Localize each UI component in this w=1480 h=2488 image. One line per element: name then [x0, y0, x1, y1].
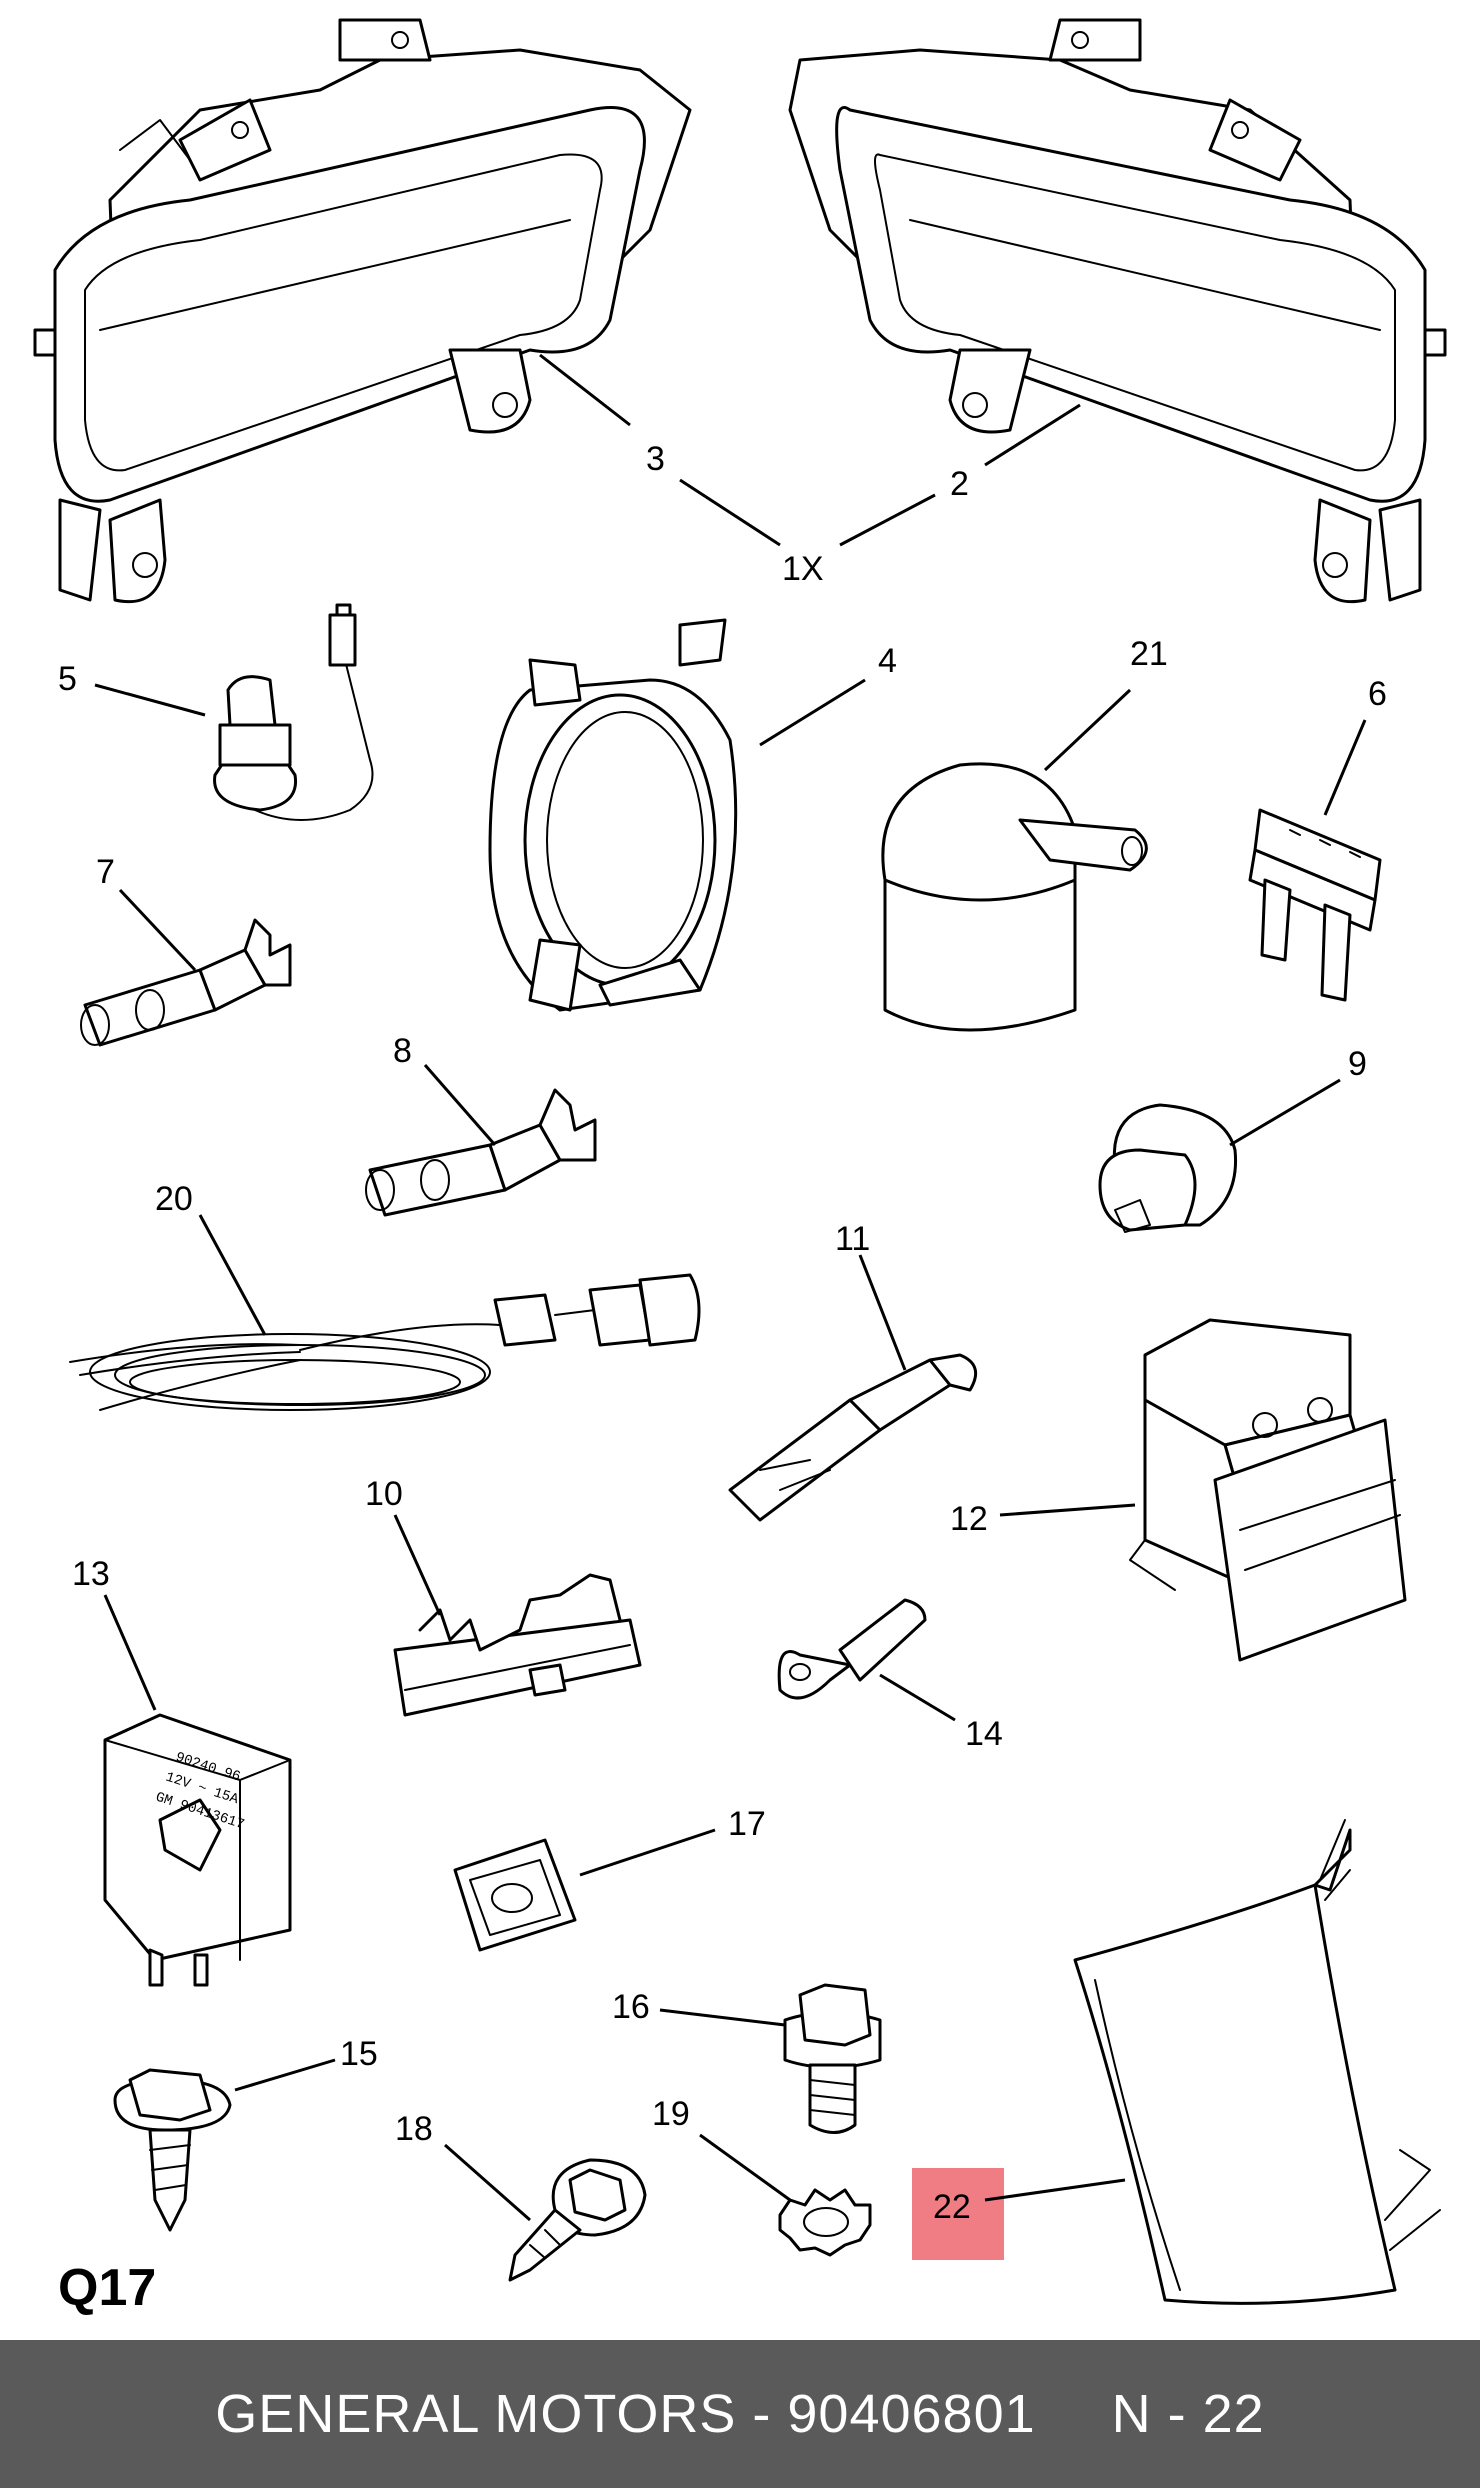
- clip-nut: [453, 1838, 577, 1952]
- label-1x: 1X: [782, 550, 824, 588]
- terminal-8: [365, 1088, 597, 1217]
- label-3: 3: [646, 440, 665, 478]
- label-9: 9: [1348, 1045, 1367, 1083]
- rubber-cap: [881, 762, 1148, 1032]
- wiring-harness: [69, 1273, 701, 1411]
- parts-diagram: 3 2 1X 5 4 21 6: [33, 18, 1447, 2317]
- fog-lamp-switch: [1129, 1318, 1407, 1662]
- label-6: 6: [1368, 675, 1387, 713]
- label-17: 17: [728, 1805, 766, 1843]
- label-11: 11: [835, 1220, 870, 1258]
- label-20: 20: [155, 1180, 193, 1218]
- label-8: 8: [393, 1032, 412, 1070]
- highlight-box-22: [912, 2168, 1004, 2260]
- screw-15: [113, 2068, 232, 2232]
- label-22: 22: [933, 2188, 971, 2226]
- label-19: 19: [652, 2095, 690, 2133]
- terminal-10: [393, 1573, 642, 1717]
- lamp-housing-ring: [488, 618, 738, 1012]
- section-code: Q17: [58, 2259, 156, 2317]
- label-12: 12: [950, 1500, 988, 1538]
- ring-terminal: [777, 1598, 927, 1700]
- footer-bar: GENERAL MOTORS - 90406801 N - 22: [0, 2340, 1480, 2488]
- bulb-h3: [213, 603, 374, 821]
- screw-18: [508, 2158, 647, 2282]
- footer-brand: GENERAL MOTORS - 90406801: [215, 2384, 1036, 2444]
- blade-fuse: [1248, 808, 1382, 1002]
- label-14: 14: [965, 1715, 1003, 1753]
- fog-lamp-right-unit: [788, 18, 1447, 604]
- fog-lamp-cover: [1073, 1819, 1441, 2305]
- label-4: 4: [878, 642, 897, 680]
- relay: 90240 96 12V ~ 15A GM 90413617: [103, 1713, 292, 1987]
- bolt-16: [783, 1983, 882, 2134]
- label-18: 18: [395, 2110, 433, 2148]
- terminal-7: [80, 918, 292, 1047]
- grommet: [1098, 1103, 1238, 1233]
- footer-page: N - 22: [1111, 2384, 1265, 2444]
- label-16: 16: [612, 1988, 650, 2026]
- label-15: 15: [340, 2035, 378, 2073]
- lock-washer: [778, 2188, 872, 2257]
- label-5: 5: [58, 660, 77, 698]
- label-13: 13: [72, 1555, 110, 1593]
- fog-lamp-left-unit: [33, 18, 692, 604]
- terminal-11: [728, 1353, 978, 1522]
- label-2: 2: [950, 465, 969, 503]
- label-10: 10: [365, 1475, 403, 1513]
- label-7: 7: [96, 853, 115, 891]
- label-21: 21: [1130, 635, 1168, 673]
